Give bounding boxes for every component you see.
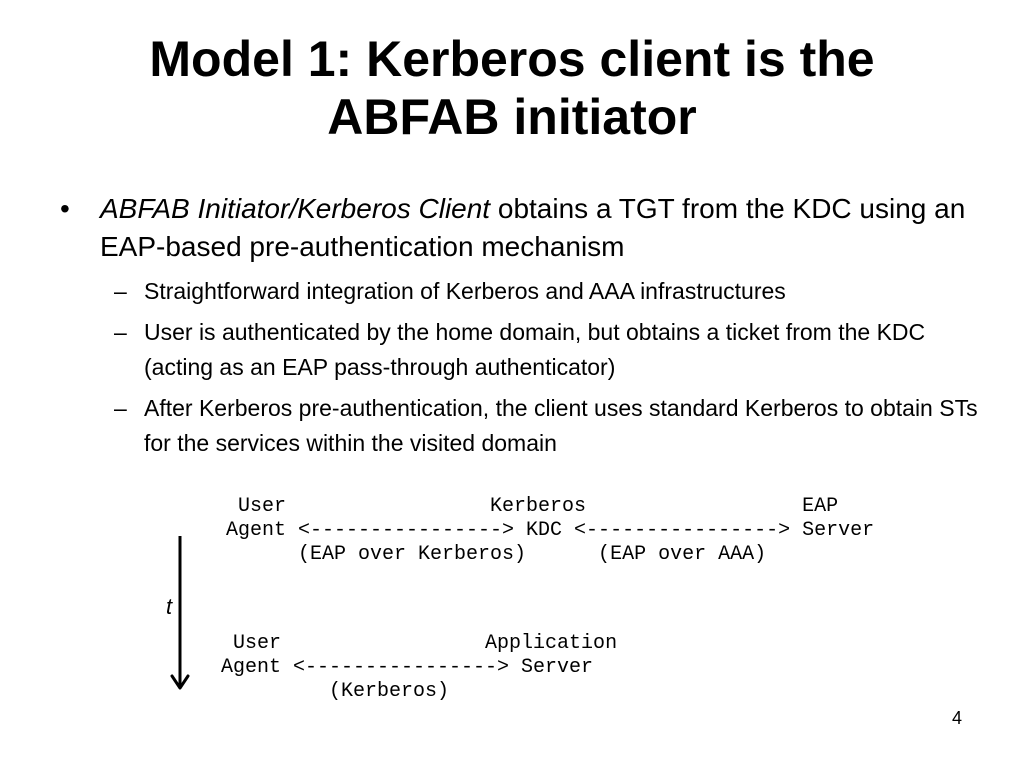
bullet-list: • ABFAB Initiator/Kerberos Client obtain… <box>60 190 980 467</box>
time-label: t <box>166 594 173 619</box>
sub-bullet-marker: – <box>114 278 127 304</box>
diagram-top-line-3: (EAP over Kerberos) (EAP over AAA) <box>226 543 767 566</box>
diagram-bottom-line-3: (Kerberos) <box>221 680 450 703</box>
sub-bullet-text: After Kerberos pre-authentication, the c… <box>144 395 978 456</box>
bullet-marker: • <box>60 193 70 224</box>
page-number: 4 <box>951 708 962 728</box>
slide-title-line-2: ABFAB initiator <box>327 89 697 145</box>
sub-bullet-list: – Straightforward integration of Kerbero… <box>100 274 980 461</box>
sub-bullet-marker: – <box>114 319 127 345</box>
sub-bullet-text: Straightforward integration of Kerberos … <box>144 278 786 304</box>
sub-bullet-text: User is authenticated by the home domain… <box>144 319 926 380</box>
slide-title: Model 1: Kerberos client is the ABFAB in… <box>40 30 984 146</box>
diagram-top-line-2: Agent <----------------> KDC <----------… <box>226 519 875 542</box>
bullet-italic-lead: ABFAB Initiator/Kerberos Client <box>100 193 491 224</box>
sub-bullet-item: – After Kerberos pre-authentication, the… <box>100 391 980 461</box>
slide-title-line-1: Model 1: Kerberos client is the <box>149 31 875 87</box>
sub-bullet-marker: – <box>114 395 127 421</box>
kerberos-application-diagram: User Application Agent <----------------… <box>221 632 617 704</box>
kerberos-eap-diagram: User Kerberos EAP Agent <---------------… <box>226 495 874 567</box>
sub-bullet-item: – User is authenticated by the home doma… <box>100 315 980 385</box>
diagram-bottom-line-2: Agent <----------------> Server <box>221 656 594 679</box>
diagram-top-line-1: User Kerberos EAP <box>226 495 839 518</box>
bullet-text: obtains a TGT from the KDC using an EAP-… <box>100 193 966 262</box>
time-arrow-icon <box>170 536 190 690</box>
bullet-item: • ABFAB Initiator/Kerberos Client obtain… <box>60 190 980 461</box>
sub-bullet-item: – Straightforward integration of Kerbero… <box>100 274 980 309</box>
diagram-bottom-line-1: User Application <box>221 632 618 655</box>
